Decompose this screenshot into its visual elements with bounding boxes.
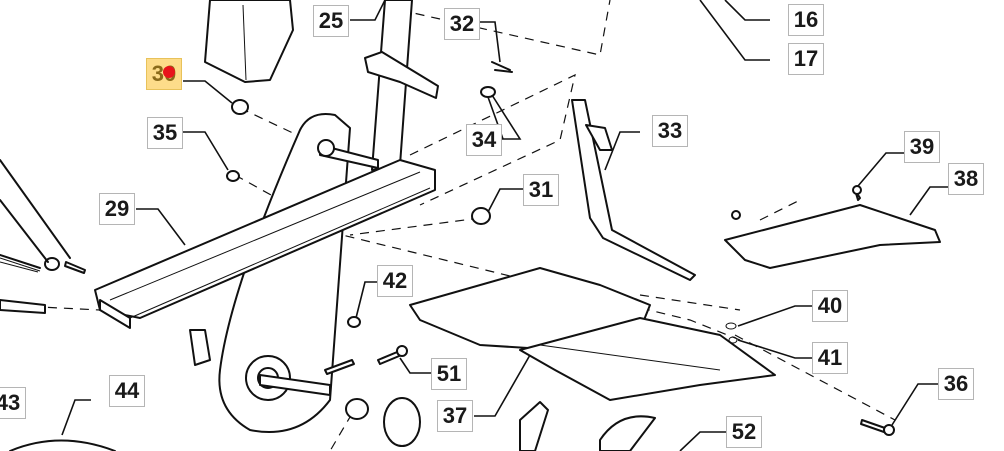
- callout-25[interactable]: 25: [313, 5, 349, 37]
- callout-41[interactable]: 41: [812, 342, 848, 374]
- washer-30-part: [231, 99, 249, 115]
- callout-36[interactable]: 36: [938, 368, 974, 400]
- callout-29[interactable]: 29: [99, 193, 135, 225]
- callout-42[interactable]: 42: [377, 265, 413, 297]
- callout-34[interactable]: 34: [466, 124, 502, 156]
- spring-part: [0, 254, 41, 269]
- callout-43[interactable]: 43: [0, 387, 26, 419]
- pin-32-part: [491, 61, 513, 73]
- callout-32[interactable]: 32: [444, 8, 480, 40]
- bracket-33-part: [571, 99, 696, 281]
- nut-35-part: [226, 170, 240, 182]
- callout-16[interactable]: 16: [788, 4, 824, 36]
- washer-31-part: [471, 207, 491, 225]
- callout-44[interactable]: 44: [109, 375, 145, 407]
- selection-marker: [163, 66, 175, 78]
- callout-35[interactable]: 35: [147, 117, 183, 149]
- guard-38-part: [724, 204, 941, 269]
- engine-cover-part: [204, 0, 294, 83]
- callout-39[interactable]: 39: [904, 131, 940, 163]
- callout-17[interactable]: 17: [788, 43, 824, 75]
- callout-37[interactable]: 37: [437, 400, 473, 432]
- callout-40[interactable]: 40: [812, 290, 848, 322]
- callout-51[interactable]: 51: [431, 358, 467, 390]
- tine-52-part: [519, 401, 549, 451]
- callout-33[interactable]: 33: [652, 115, 688, 147]
- leader-lines: [61, 0, 948, 451]
- callout-31[interactable]: 31: [523, 174, 559, 206]
- callout-52[interactable]: 52: [726, 416, 762, 448]
- callout-38[interactable]: 38: [948, 163, 984, 195]
- bolt-36-part: [860, 419, 886, 433]
- wheel-44-part: [9, 439, 116, 451]
- nut-42-part: [347, 316, 361, 328]
